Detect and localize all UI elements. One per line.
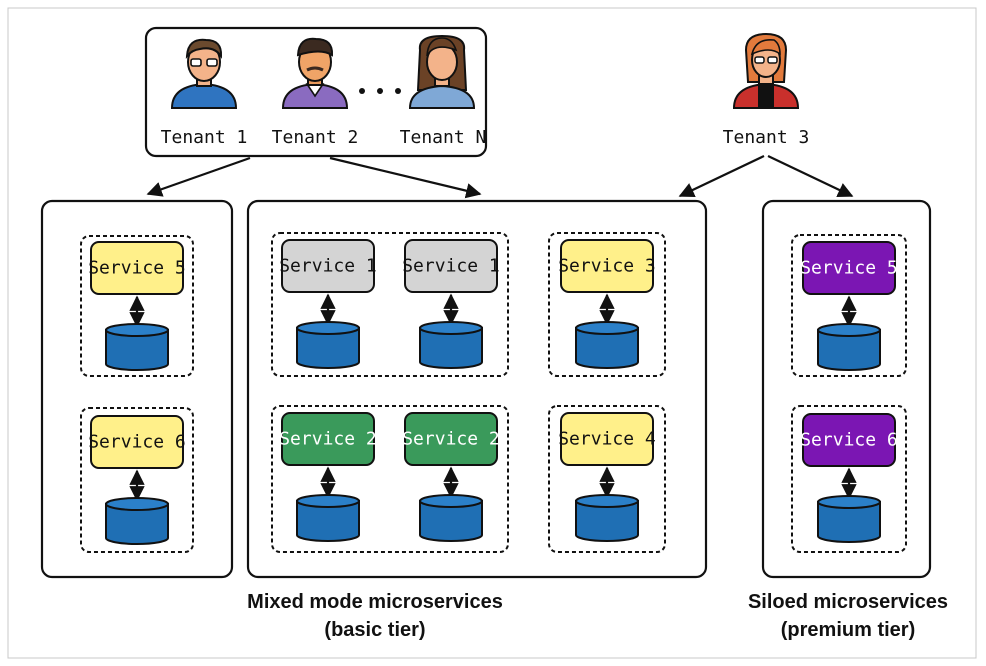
service-box [802,241,896,295]
left-pooled-panel [40,199,234,579]
service-label: Service 5 [88,258,186,279]
services-layer: Service 5 Service 6 Service 1 Service 1 Serv… [88,239,898,545]
database-top [817,323,881,337]
siloed-panel [761,199,932,579]
service-unit: Service 4 [558,412,656,542]
service-label: Service 5 [800,258,898,279]
service-unit: Service 6 [88,415,186,545]
mixed-mode-panel [246,199,708,579]
siloed-caption-line1: Siloed microservices [748,591,948,613]
service-unit: Service 3 [558,239,656,369]
database-top [105,497,169,511]
service-unit: Service 5 [800,241,898,371]
ellipsis-dot [359,88,365,94]
database-icon [419,494,483,542]
tenant-n-label: Tenant N [400,127,487,148]
database-body [419,500,483,542]
mixed-caption-line1: Mixed mode microservices [247,591,503,613]
database-icon [296,321,360,369]
ellipsis-dot [377,88,383,94]
tenant-ellipsis [359,88,401,94]
tenant-1-label: Tenant 1 [161,127,248,148]
service-box [560,239,654,293]
tenant-3-label: Tenant 3 [723,127,810,148]
service-box [90,241,184,295]
service-label: Service 1 [402,256,500,277]
database-body [575,500,639,542]
database-top [419,321,483,335]
database-body [575,327,639,369]
database-body [105,329,169,371]
tenant-3-avatar-icon [732,32,800,109]
service-label: Service 6 [88,432,186,453]
database-body [419,327,483,369]
database-top [105,323,169,337]
service-unit: Service 1 [279,239,377,369]
service-group-dashed [271,405,509,553]
service-label: Service 4 [558,429,656,450]
service-label: Service 6 [800,430,898,451]
service-box [281,412,375,466]
service-box [560,412,654,466]
tenant-1-avatar-icon [170,38,238,109]
service-unit: Service 2 [279,412,377,542]
service-box [802,413,896,467]
tenant-2-avatar-icon [281,37,349,109]
database-icon [575,321,639,369]
database-icon [419,321,483,369]
service-unit: Service 1 [402,239,500,369]
database-top [296,321,360,335]
mixed-caption-line2: (basic tier) [324,619,425,641]
service-box [90,415,184,469]
database-body [817,501,881,543]
database-icon [817,323,881,371]
database-icon [105,497,169,545]
service-unit: Service 6 [800,413,898,543]
arrow-to-mixed-panel [329,156,482,199]
service-group-dashed [80,407,194,553]
service-group-dashed [80,235,194,377]
database-icon [575,494,639,542]
service-group-dashed [791,405,907,553]
tenant-n-avatar-icon [408,34,476,109]
database-icon [105,323,169,371]
arrow-tenant3-to-mixed [678,155,765,197]
database-top [575,494,639,508]
database-body [817,329,881,371]
database-icon [817,495,881,543]
database-top [817,495,881,509]
service-label: Service 2 [402,429,500,450]
service-group-dashed [548,232,666,377]
service-group-dashed [548,405,666,553]
database-body [296,500,360,542]
service-label: Service 3 [558,256,656,277]
service-label: Service 1 [279,256,377,277]
service-label: Service 2 [279,429,377,450]
service-group-dashed [271,232,509,377]
ellipsis-dot [395,88,401,94]
database-top [296,494,360,508]
database-body [296,327,360,369]
database-top [419,494,483,508]
tenant-2-label: Tenant 2 [272,127,359,148]
service-unit: Service 2 [402,412,500,542]
database-body [105,503,169,545]
arrow-tenant3-to-siloed [767,155,854,197]
database-top [575,321,639,335]
siloed-caption-line2: (premium tier) [781,619,915,641]
service-group-dashed [791,234,907,377]
service-box [281,239,375,293]
arrow-to-left-panel [146,156,251,197]
database-icon [296,494,360,542]
service-box [404,412,498,466]
service-unit: Service 5 [88,241,186,371]
service-box [404,239,498,293]
